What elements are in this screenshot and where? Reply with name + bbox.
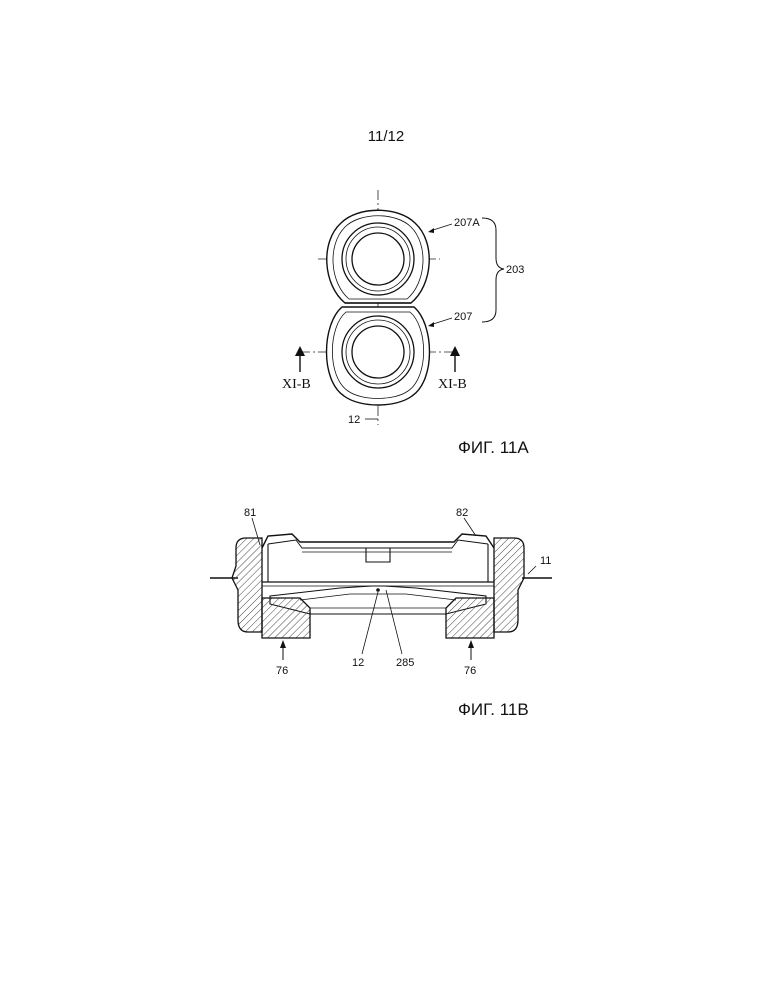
bracket-brace — [482, 218, 504, 322]
section-label-right: XI-B — [438, 377, 467, 392]
label-76-left: 76 — [276, 665, 288, 677]
right-support-76 — [446, 598, 494, 638]
section-arrow-left — [295, 346, 305, 372]
label-11: 11 — [540, 555, 551, 567]
caption-fig-11b: ФИГ. 11В — [458, 700, 529, 719]
label-12-top: 12 — [348, 414, 360, 426]
arrow-76-left — [280, 640, 286, 660]
section-label-left: XI-B — [282, 377, 311, 392]
left-support-76 — [262, 598, 310, 638]
figure-11b: 81 82 11 76 12 285 76 ФИГ. 11В — [210, 507, 552, 719]
top-roller-207a — [327, 210, 429, 303]
caption-fig-11a: ФИГ. 11А — [458, 438, 529, 457]
left-body-section — [232, 538, 262, 632]
center-notch — [366, 548, 390, 562]
figure-11a: XI-B XI-B 207A 203 207 12 ФИГ. 11А — [282, 190, 529, 457]
bottom-roller-207 — [327, 307, 430, 405]
label-285: 285 — [396, 657, 414, 669]
label-207: 207 — [454, 311, 472, 323]
section-arrow-right — [450, 346, 460, 372]
label-203: 203 — [506, 264, 524, 276]
right-body-section — [494, 538, 524, 632]
label-207a: 207A — [454, 217, 480, 229]
label-81: 81 — [244, 507, 256, 519]
arrow-76-right — [468, 640, 474, 660]
label-12-bottom: 12 — [352, 657, 364, 669]
label-76-right: 76 — [464, 665, 476, 677]
label-82: 82 — [456, 507, 468, 519]
